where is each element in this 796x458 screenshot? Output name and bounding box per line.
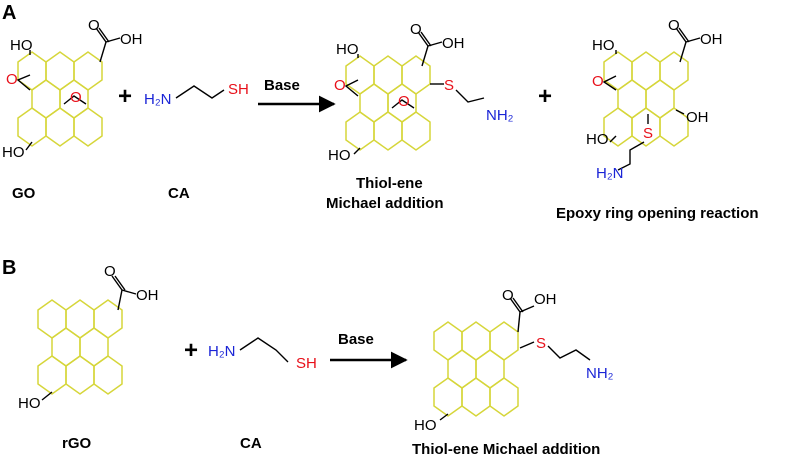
arrow-a-label: Base: [264, 77, 300, 94]
go-carbonyl-o: O: [88, 17, 100, 34]
go-epoxy-o-left: O: [6, 71, 18, 88]
ca-a-sh: SH: [228, 81, 249, 98]
p1-nh2: NH₂: [486, 107, 514, 124]
go-molecule: O OH HO O O HO: [2, 17, 143, 161]
product1-lattice: [345, 55, 431, 151]
product1-molecule: O OH HO O O S NH₂ HO: [328, 21, 514, 164]
go-cooh-oh: OH: [120, 31, 143, 48]
p1-s: S: [444, 77, 454, 94]
plus-b: +: [184, 337, 198, 364]
go-epoxy-o-center: O: [70, 89, 82, 106]
p2-h2n: H₂N: [596, 165, 624, 182]
pb-cooh-oh: OH: [534, 291, 557, 308]
product2-label: Epoxy ring opening reaction: [556, 205, 759, 222]
ca-label-b: CA: [240, 435, 262, 452]
pb-nh2: NH₂: [586, 365, 614, 382]
rgo-cooh-oh: OH: [136, 287, 159, 304]
ca-label-a: CA: [168, 185, 190, 202]
pb-s: S: [536, 335, 546, 352]
ca-molecule-a: H₂N SH: [144, 81, 249, 108]
p2-ho-bottom: HO: [586, 131, 609, 148]
pb-ho: HO: [414, 417, 437, 434]
p2-carbonyl-o: O: [668, 17, 680, 34]
ca-b-sh: SH: [296, 355, 317, 372]
p1-ho-top: HO: [336, 41, 359, 58]
product-b-molecule: O OH S NH₂ HO: [414, 287, 614, 434]
plus-a2: +: [538, 83, 552, 110]
p2-epoxy-o: O: [592, 73, 604, 90]
plus-a1: +: [118, 83, 132, 110]
ca-a-h2n: H₂N: [144, 91, 172, 108]
go-ho-top: HO: [10, 37, 33, 54]
p1-epoxy-o-left: O: [334, 77, 346, 94]
rgo-molecule: O OH HO: [18, 263, 159, 412]
p1-epoxy-o-center: O: [398, 93, 410, 110]
rgo-ho: HO: [18, 395, 41, 412]
p1-carbonyl-o: O: [410, 21, 422, 38]
p1-cooh-oh: OH: [442, 35, 465, 52]
rgo-lattice: [37, 299, 123, 395]
p2-ho-top: HO: [592, 37, 615, 54]
panel-b-letter: B: [2, 257, 16, 279]
ca-molecule-b: H₂N SH: [208, 337, 317, 372]
p2-cooh-oh: OH: [700, 31, 723, 48]
rgo-label: rGO: [62, 435, 92, 452]
product1-label-line2: Michael addition: [326, 195, 444, 212]
ca-b-h2n: H₂N: [208, 343, 236, 360]
product1-label-line1: Thiol-ene: [356, 175, 423, 192]
panel-a-letter: A: [2, 2, 16, 24]
product2-molecule: O OH HO O OH HO S H₂N: [586, 17, 723, 182]
go-label: GO: [12, 185, 36, 202]
rgo-carbonyl-o: O: [104, 263, 116, 280]
p2-oh: OH: [686, 109, 709, 126]
go-lattice: [17, 51, 103, 147]
p1-ho-bottom: HO: [328, 147, 351, 164]
product-b-lattice: [433, 321, 519, 417]
pb-carbonyl-o: O: [502, 287, 514, 304]
go-ho-bottom: HO: [2, 144, 25, 161]
arrow-b-label: Base: [338, 331, 374, 348]
product-b-label: Thiol-ene Michael addition: [412, 441, 600, 458]
p2-s: S: [643, 125, 653, 142]
